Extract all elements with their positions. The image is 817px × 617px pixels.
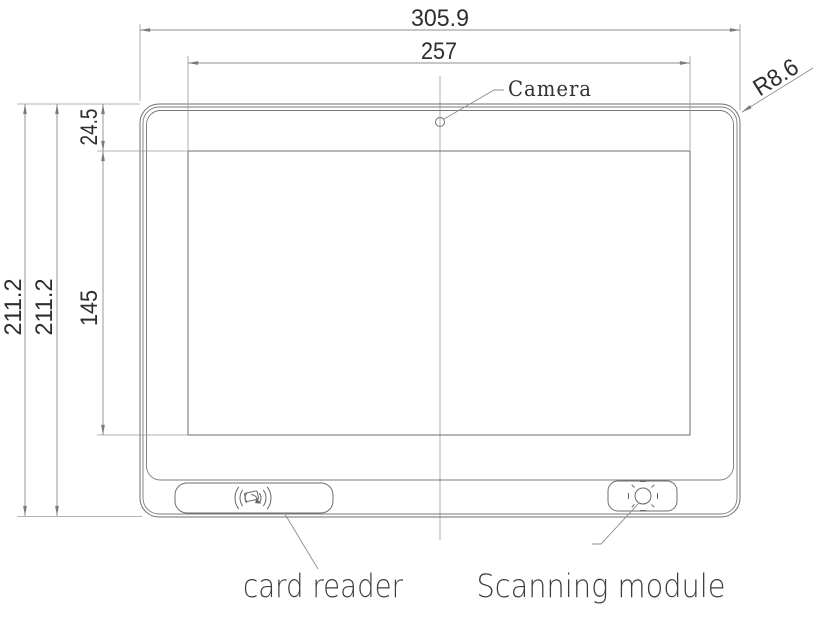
dim-display-width: 257 bbox=[188, 38, 690, 65]
callout-card-reader: card reader bbox=[243, 512, 404, 605]
dim-overall-height-value: 211.2 bbox=[0, 279, 27, 336]
callout-scanning-module: Scanning module bbox=[477, 502, 726, 605]
scanning-module-outline bbox=[607, 480, 678, 512]
card-reader-label: card reader bbox=[243, 567, 404, 605]
screen-active-area bbox=[187, 150, 691, 436]
scanning-module-label: Scanning module bbox=[477, 567, 726, 605]
corner-radius-value: R8.6 bbox=[749, 53, 804, 101]
dim-overall-height-dup-value: 211.2 bbox=[31, 279, 58, 336]
callout-camera: Camera bbox=[443, 77, 592, 120]
scanner-tick-marks bbox=[628, 481, 658, 511]
nfc-waves-icon bbox=[234, 486, 272, 510]
callout-corner-radius: R8.6 bbox=[741, 53, 814, 113]
camera-dot bbox=[435, 117, 445, 127]
device-rim bbox=[142, 106, 738, 515]
dim-overall-height: 211.2 bbox=[0, 104, 27, 516]
dim-top-bezel: 24.5 bbox=[76, 104, 105, 151]
dim-overall-width-value: 305.9 bbox=[411, 5, 469, 32]
card-reader-outline bbox=[174, 482, 334, 514]
dim-overall-width: 305.9 bbox=[140, 5, 740, 32]
dim-display-height-value: 145 bbox=[76, 290, 103, 326]
card-reader-slot bbox=[174, 482, 334, 514]
dim-display-height: 145 bbox=[76, 151, 105, 435]
dim-top-bezel-value: 24.5 bbox=[76, 109, 103, 146]
dim-overall-height-dup: 211.2 bbox=[31, 104, 59, 516]
device-outer-shell bbox=[139, 103, 741, 518]
tap-card-icon bbox=[244, 490, 262, 504]
extension-lines bbox=[17, 24, 741, 517]
scanning-module-slot bbox=[607, 480, 678, 512]
scanner-lens-icon bbox=[634, 487, 652, 505]
front-glass bbox=[146, 110, 734, 481]
device-outline bbox=[139, 103, 741, 518]
camera-label: Camera bbox=[508, 77, 592, 101]
dim-display-width-value: 257 bbox=[421, 38, 457, 65]
